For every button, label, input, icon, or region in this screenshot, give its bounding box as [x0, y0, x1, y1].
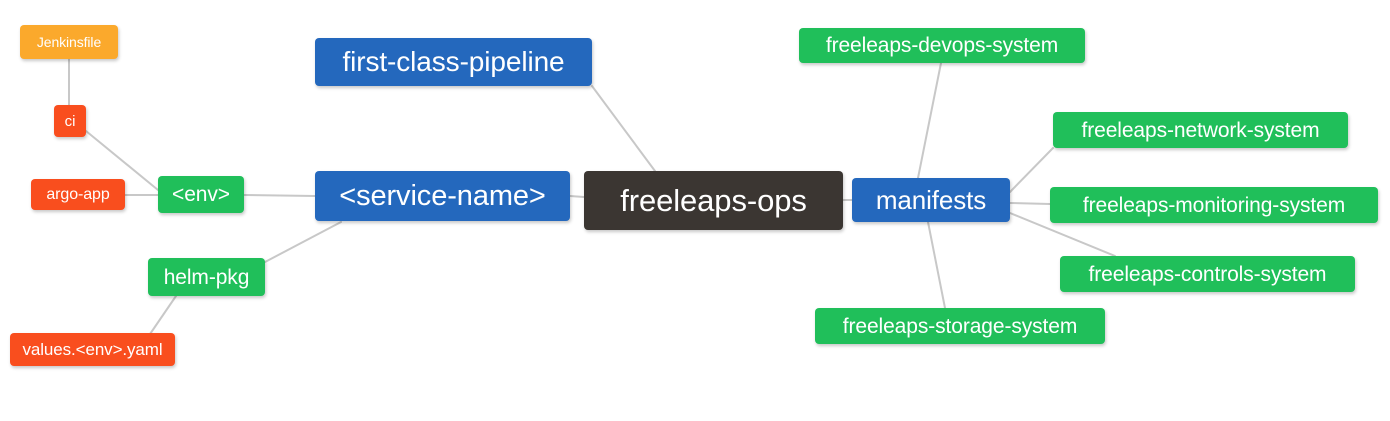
node-freeleaps-controls-system[interactable]: freeleaps-controls-system — [1060, 256, 1355, 292]
node-helm-pkg[interactable]: helm-pkg — [148, 258, 265, 296]
edge-manifests-storage — [927, 221, 946, 309]
edge-env-servicename — [243, 194, 316, 197]
node-freeleaps-devops-system[interactable]: freeleaps-devops-system — [799, 28, 1085, 63]
node-jenkinsfile[interactable]: Jenkinsfile — [20, 25, 118, 59]
node-freeleaps-storage-system[interactable]: freeleaps-storage-system — [815, 308, 1105, 344]
edge-pipeline-root — [591, 85, 656, 172]
node-ci[interactable]: ci — [54, 105, 86, 137]
node-freeleaps-ops-root[interactable]: freeleaps-ops — [584, 171, 843, 230]
edge-manifests-monitoring — [1009, 202, 1051, 205]
node-freeleaps-monitoring-system[interactable]: freeleaps-monitoring-system — [1050, 187, 1378, 223]
node-argo-app[interactable]: argo-app — [31, 179, 125, 210]
edge-helmpkg-servicename — [264, 221, 342, 263]
node-manifests[interactable]: manifests — [852, 178, 1010, 222]
edge-manifests-devops — [917, 62, 942, 179]
edge-servicename-root — [569, 195, 585, 198]
edge-valuesyaml-helmpkg — [147, 295, 177, 338]
node-env[interactable]: <env> — [158, 176, 244, 213]
node-values-env-yaml[interactable]: values.<env>.yaml — [10, 333, 175, 366]
node-first-class-pipeline[interactable]: first-class-pipeline — [315, 38, 592, 86]
node-freeleaps-network-system[interactable]: freeleaps-network-system — [1053, 112, 1348, 148]
edge-manifests-network — [1009, 147, 1054, 193]
node-service-name[interactable]: <service-name> — [315, 171, 570, 221]
